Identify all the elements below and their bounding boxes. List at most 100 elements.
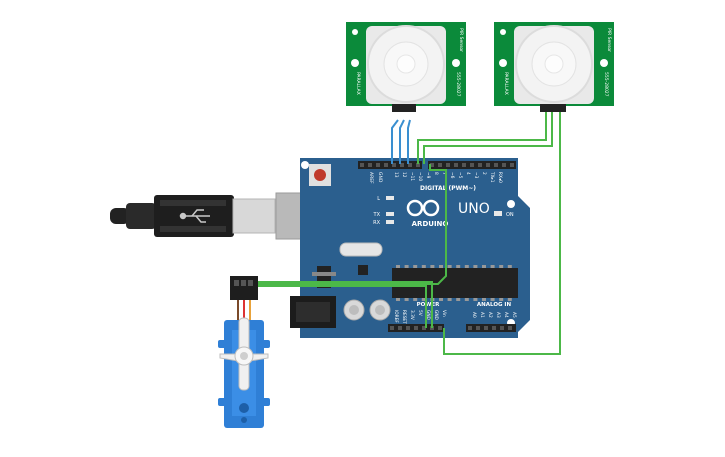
wire-sensor1-signal [399,119,405,164]
wire-sensor1-gnd [391,119,399,164]
header-hole[interactable] [502,163,506,167]
digital-pin-label: ~6 [449,172,455,179]
usb-strain-relief [126,203,156,229]
digital-pin-label: RX◂0 [497,172,503,183]
sensor1-left-label: PARALLAX [355,72,361,95]
power-pin-label: GND [433,310,439,321]
led-rx-label: RX [373,220,380,226]
header-hole[interactable] [484,326,488,330]
header-hole[interactable] [510,163,514,167]
header-hole[interactable] [462,163,466,167]
power-pin-label: IOREF [393,310,399,323]
analog-pin-label: A1 [479,312,485,318]
power-pin-label: 5V [417,310,423,316]
power-pin-label: 3.3V [409,310,415,320]
power-pin-label: GND [425,310,431,321]
led-tx-label: TX [373,212,381,218]
header-hole[interactable] [384,163,388,167]
header-hole[interactable] [390,326,394,330]
usb-strain-relief-tip [110,208,130,224]
header-hole[interactable] [478,163,482,167]
header-hole[interactable] [408,163,412,167]
led-l-label: L [377,196,380,202]
header-hole[interactable] [454,163,458,167]
header-hole[interactable] [486,163,490,167]
small-chip [358,265,368,275]
led-rx [386,220,394,224]
digital-pin-label: ~11 [409,172,415,181]
header-hole[interactable] [430,163,434,167]
analog-pin-label: A3 [495,312,501,318]
wire-sensor1-vcc [407,119,411,164]
header-hole[interactable] [422,326,426,330]
header-hole[interactable] [476,326,480,330]
model-label: UNO [458,201,490,217]
header-hole[interactable] [376,163,380,167]
header-hole[interactable] [446,163,450,167]
digital-header-label: DIGITAL (PWM~) [420,185,476,192]
header-hole[interactable] [494,163,498,167]
servo-connector [230,276,258,300]
led-l [386,196,394,200]
sensor1-pin-header [392,104,416,112]
wires [256,112,561,355]
wire-servo-power [256,281,433,328]
digital-pin-label: ~3 [473,172,479,179]
analog-pin-label: A2 [487,312,493,318]
led-on [494,211,502,216]
header-hole[interactable] [406,326,410,330]
sensor1-top-label: PIR Sensor [458,28,464,52]
sensor1-side-label: 555-28027 [455,72,461,97]
mount-hole [301,161,309,169]
power-header-label: POWER [417,302,441,308]
pin-label-aref: AREF [368,172,374,184]
pir-sensor-2: PIR Sensor 555-28027 PARALLAX [494,22,614,112]
header-hole[interactable] [398,326,402,330]
wire-sensor2-signal [417,112,547,164]
analog-pin-label: A4 [503,312,509,318]
analog-header-label: ANALOG IN [477,302,512,308]
arduino-infinity-logo [406,199,440,217]
brand-label: ARDUINO [412,220,449,228]
power-pin-label: Vin [441,310,447,317]
wire-sensor2-vcc [443,112,561,355]
mount-hole [507,200,515,208]
analog-pin-label: A0 [471,312,477,318]
sensor2-top-label: PIR Sensor [606,28,612,52]
header-hole[interactable] [416,163,420,167]
header-hole[interactable] [438,163,442,167]
usb-icon [179,209,210,223]
header-hole[interactable] [368,163,372,167]
header-hole[interactable] [360,163,364,167]
on-label: ON [506,212,514,218]
header-hole[interactable] [438,326,442,330]
digital-pin-label: ~5 [457,172,463,179]
led-tx [386,212,394,216]
digital-pin-label: 2 [481,172,487,175]
wire-servo-signal [256,164,447,285]
crystal-oscillator [339,242,383,257]
digital-pin-label: 4 [465,172,471,175]
analog-pin-label: A5 [511,312,517,318]
header-hole[interactable] [492,326,496,330]
wire-sensor2-gnd [423,112,553,164]
header-hole[interactable] [400,163,404,167]
sensor2-left-label: PARALLAX [503,72,509,95]
header-hole[interactable] [392,163,396,167]
digital-pin-label: 12 [401,172,407,178]
wire-servo-gnd [256,285,427,328]
digital-pin-label: 7 [441,172,447,175]
header-hole[interactable] [468,326,472,330]
header-hole[interactable] [508,326,512,330]
header-hole[interactable] [414,326,418,330]
usb-b-metal-connector [232,198,276,234]
servo-motor [218,276,270,428]
chip-pins [396,265,512,301]
reset-button-cap[interactable] [314,169,326,181]
header-hole[interactable] [470,163,474,167]
digital-pin-label: TX▸1 [489,171,495,183]
digital-pin-label: 13 [393,172,399,178]
header-hole[interactable] [500,326,504,330]
